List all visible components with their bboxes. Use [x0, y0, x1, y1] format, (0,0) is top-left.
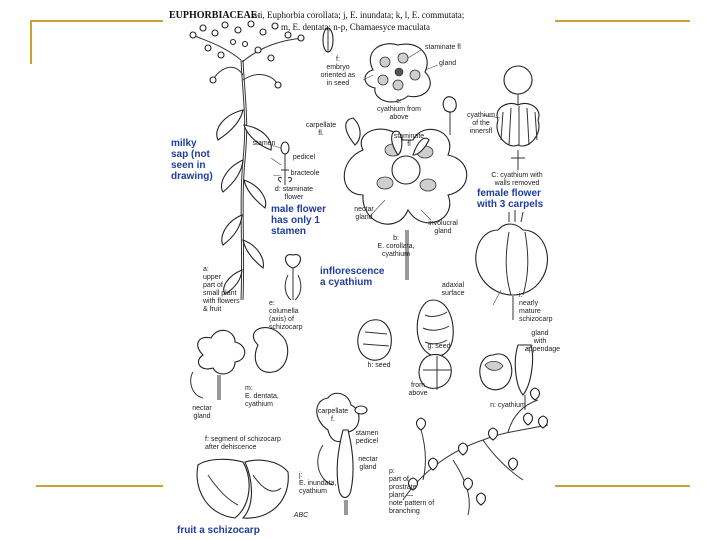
embryo-drawing: [322, 27, 334, 53]
top-left-vertical-rule: [30, 20, 32, 64]
mature-schizocarp-drawing: [475, 210, 548, 320]
label-p-part: p: part of prostrate plant — note patter…: [389, 468, 435, 515]
plant-a-inflorescence: [189, 20, 305, 89]
family-name: EUPHORBIACEAE:: [169, 10, 261, 21]
staminate-flower-small-drawing: [442, 96, 457, 135]
label-stamen-pedicel: stamen pedicel: [355, 430, 379, 445]
cyathium-from-above-drawing: [364, 43, 431, 103]
callout-milky-sap: milky sap (not seen in drawing): [171, 138, 213, 182]
label-d-staminate: d: staminate flower: [274, 186, 314, 201]
botanical-illustration-plate: EUPHORBIACEAE: a-i, Euphorbia corollata;…: [163, 0, 561, 540]
label-stamen: stamen: [252, 140, 276, 147]
label-adaxial-surface: adaxial surface: [441, 282, 465, 297]
label-a-upper-part: a: upper part of small plant with flower…: [203, 266, 240, 313]
label-gland-top: gland: [439, 60, 457, 67]
label-j-inundata: j: E. inundata, cyathium: [299, 472, 337, 495]
bottom-right-horizontal-rule: [555, 485, 690, 487]
label-from-above: from above: [408, 382, 428, 397]
label-involucral-gland: involucral gland: [428, 220, 458, 235]
label-f-segment: f: segment of schizocarp after dehiscenc…: [205, 436, 281, 451]
label-n-cyathium: n: cyathium: [490, 402, 526, 409]
label-nectar-gland: nectar gland: [354, 206, 374, 221]
label-mature-schizocarp: i: nearly mature schizocarp: [519, 292, 553, 323]
columella-drawing: [284, 254, 302, 301]
callout-fruit: fruit a schizocarp: [177, 525, 260, 536]
plant-a-leaves: [216, 109, 272, 295]
label-bracteole: bracteole: [290, 170, 320, 177]
label-gland-appendage: gland with appendage: [525, 330, 561, 353]
label-carpellate-f: carpellate f.: [317, 408, 349, 423]
callout-male-flower: male flower has only 1 stamen: [271, 204, 327, 237]
label-b-corollata: b: E. corollata, cyathium: [377, 235, 415, 258]
label-e-columella: e: columella (axis) of schizocarp: [269, 300, 303, 331]
label-staminate-flower-top: staminate fl: [425, 44, 461, 51]
label-staminate-fl: staminate fl: [393, 133, 425, 148]
label-cyathium-inner: cyathium of the innersfl: [466, 112, 495, 135]
dentata-cyathium-drawing: [190, 327, 289, 400]
label-pedicel: pedicel: [292, 154, 316, 161]
bottom-left-horizontal-rule: [36, 485, 163, 487]
seed-h-drawing: [357, 319, 392, 361]
seed-from-above-drawing: [418, 353, 452, 390]
label-m-dentata: m: E. dentata, cyathium: [245, 385, 279, 408]
schizocarp-segment-drawing: [196, 458, 289, 519]
central-cyathium-drawing: [343, 117, 468, 280]
callout-inflorescence: inflorescence a cyathium: [320, 266, 385, 288]
artist-signature: ABC: [293, 512, 309, 519]
label-h-seed: h: seed: [367, 362, 391, 369]
leader-lines: [270, 49, 534, 351]
cyathium-walls-removed-drawing: [496, 65, 540, 170]
callout-female-flower: female flower with 3 carpels: [477, 188, 544, 210]
label-g-seed: g: seed: [427, 343, 451, 350]
plant-drawings: [189, 20, 549, 519]
label-cyathium-above: c: cyathium from above: [377, 98, 421, 121]
header-species-line1: a-i, Euphorbia corollata; j, E. inundata…: [253, 10, 465, 20]
inundata-cyathium-drawing: [316, 392, 368, 515]
top-left-horizontal-rule: [30, 20, 165, 22]
top-right-horizontal-rule: [555, 20, 690, 22]
label-carpellate-fl: carpellate fl.: [305, 122, 337, 137]
staminate-flower-drawing: [278, 141, 292, 185]
label-nectar-gland-j: nectar gland: [358, 456, 378, 471]
header-species-line2: m, E. dentata; n-p, Chamaesyce maculata: [281, 22, 430, 32]
label-c-cyathium-walls: C: cyathium with walls removed: [491, 172, 543, 187]
gland-appendage-drawing: [479, 344, 534, 410]
prostrate-plant-drawing: [402, 387, 549, 516]
label-nectar-gland-m: nectar gland: [192, 405, 212, 420]
label-embryo: f: embryo oriented as in seed: [320, 56, 356, 87]
